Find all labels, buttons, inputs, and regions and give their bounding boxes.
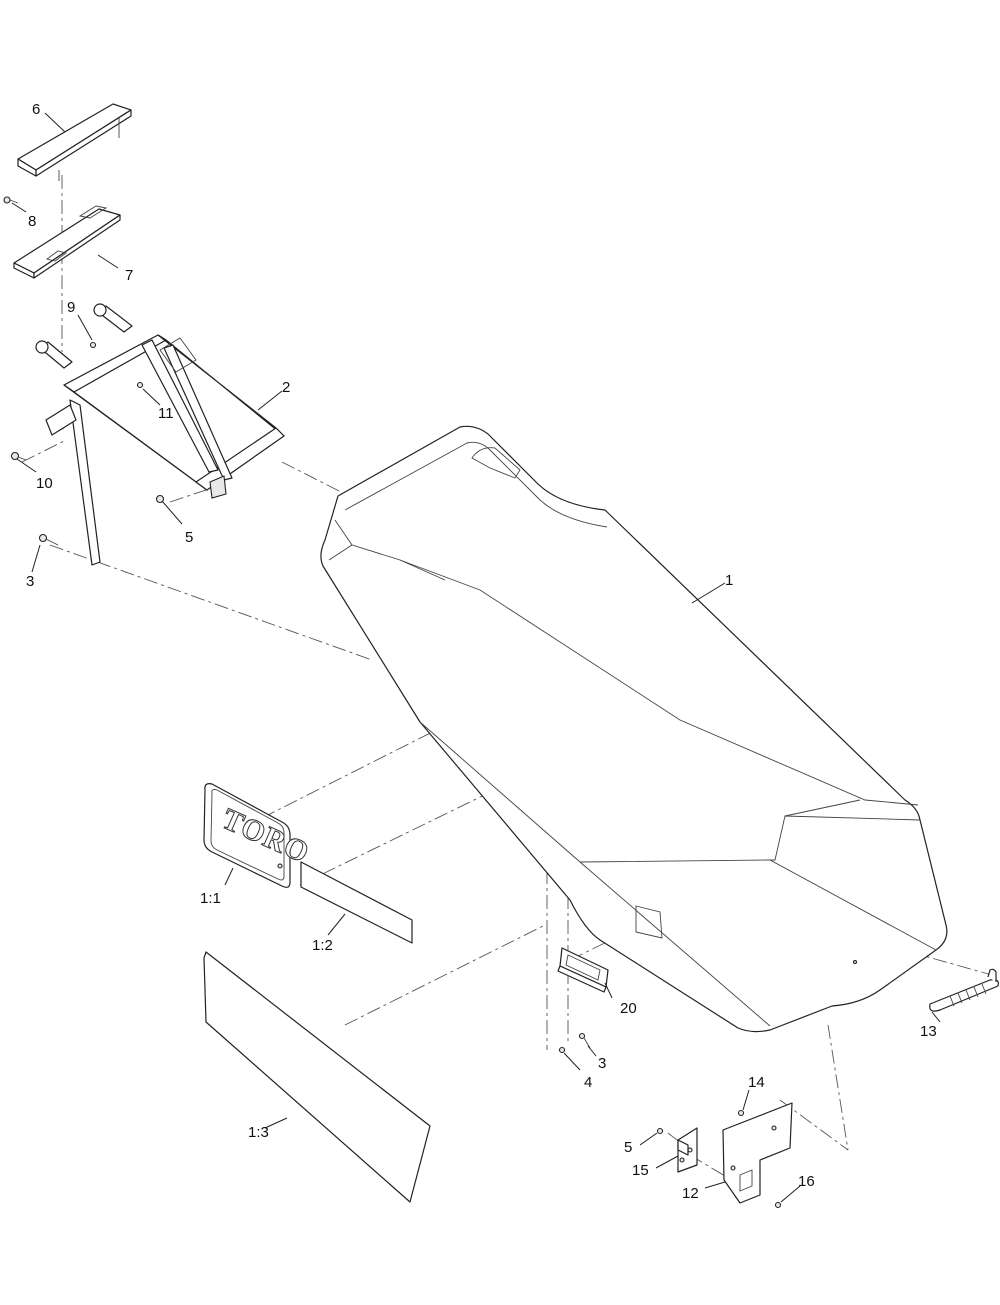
callout-4: 4	[584, 1074, 592, 1091]
part-1-1-logo-plate: TORO	[203, 783, 315, 888]
part-10-screw	[10, 451, 27, 461]
leader-lines	[11, 112, 941, 1203]
callout-1: 1	[725, 572, 733, 589]
callout-1-1: 1:1	[200, 890, 221, 907]
callout-11: 11	[158, 405, 174, 422]
callout-3-upper: 3	[26, 573, 34, 590]
part-13-handle	[929, 968, 999, 1012]
part-1-3-decal	[203, 951, 431, 1203]
callout-12: 12	[682, 1185, 699, 1202]
part-8-screw	[3, 196, 19, 204]
part-20-reflector	[557, 947, 609, 993]
callout-1-2: 1:2	[312, 937, 333, 954]
part-9-screw	[89, 341, 97, 349]
callout-1-3: 1:3	[248, 1124, 269, 1141]
part-5-nut	[155, 494, 165, 504]
part-14-screw	[737, 1109, 745, 1117]
part-1-2-decal	[300, 861, 413, 944]
callout-13: 13	[920, 1023, 937, 1040]
callout-10: 10	[36, 475, 53, 492]
callout-5-upper: 5	[185, 529, 193, 546]
callout-15: 15	[632, 1162, 649, 1179]
callout-16: 16	[798, 1173, 815, 1190]
part-16-screw	[774, 1201, 782, 1209]
callout-3-lower: 3	[598, 1055, 606, 1072]
part-4-washer	[558, 1046, 566, 1054]
part-11-screw	[136, 381, 144, 389]
callout-14: 14	[748, 1074, 765, 1091]
part-12-mounting-plate	[722, 1102, 793, 1204]
callout-2: 2	[282, 379, 290, 396]
part-2-frame	[35, 303, 285, 566]
callout-8: 8	[28, 213, 36, 230]
callout-20: 20	[620, 1000, 637, 1017]
part-3-lower-bolt	[578, 1032, 591, 1049]
callout-7: 7	[125, 267, 133, 284]
callouts: 6 8 7 9 2 11 10 5 3 1 1:1 1:2 20 13 3 4 …	[26, 101, 937, 1202]
part-3-bolt	[38, 533, 59, 546]
part-1-hopper	[320, 425, 948, 1033]
part-6-plate	[17, 103, 132, 181]
callout-6: 6	[32, 101, 40, 118]
part-7-slotted-plate	[13, 205, 121, 279]
part-5-lower-nut	[656, 1127, 664, 1135]
callout-9: 9	[67, 299, 75, 316]
part-15-bracket	[677, 1127, 698, 1173]
callout-5-lower: 5	[624, 1139, 632, 1156]
